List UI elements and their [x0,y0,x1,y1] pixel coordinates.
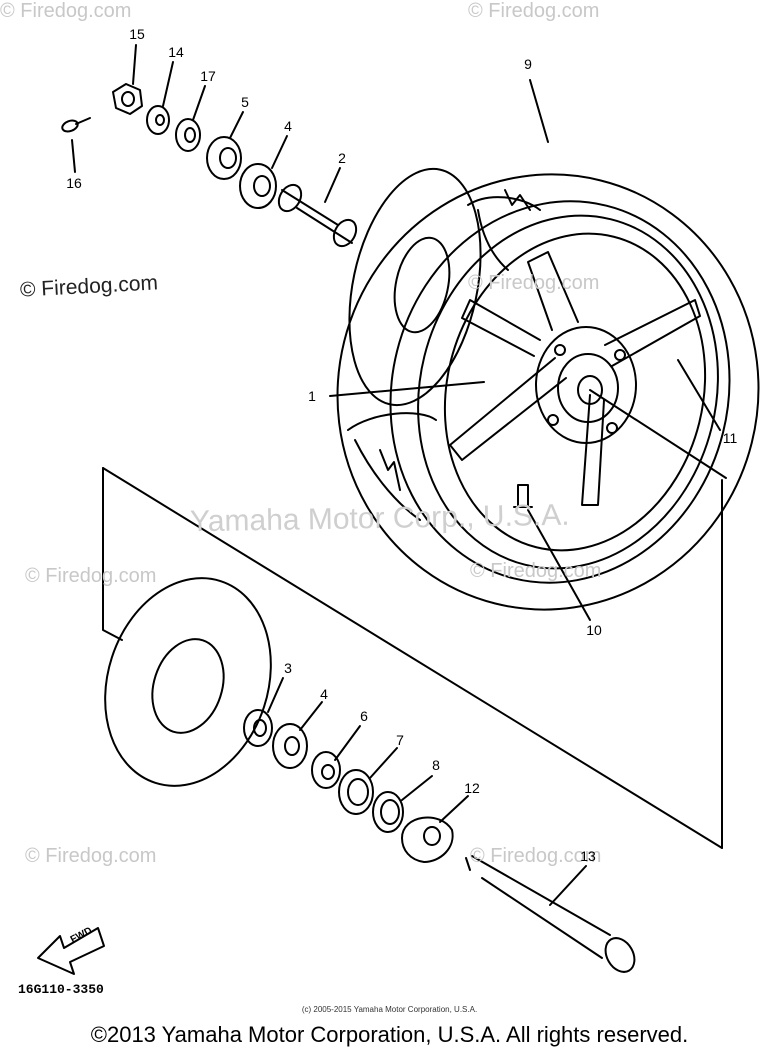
callout-10: 10 [586,622,602,638]
watermark: © Firedog.com [468,272,600,294]
part-code: 16G110-3350 [18,982,104,997]
oil-seal-part-7 [338,769,374,815]
callout-5: 5 [241,94,249,110]
leader-line [589,389,727,479]
rim [417,214,719,570]
leader-line [549,865,587,906]
watermark: © Firedog.com [470,845,602,867]
leader-line [677,359,721,431]
callout-6: 6 [360,708,368,724]
spokes [449,251,701,506]
leader-line [527,509,591,621]
guide-line [102,467,123,641]
leader-line [132,44,137,85]
leader-line [162,61,174,107]
leader-line [439,795,469,823]
leader-line [369,747,398,779]
leader-line [529,79,549,143]
watermark: © Firedog.com [468,0,600,22]
spacer-part-8 [372,791,404,833]
callout-14: 14 [168,44,184,60]
nut-part-15 [112,83,143,115]
axle-part-13 [465,855,636,973]
cotter-pin-part-16 [61,117,91,133]
callout-7: 7 [396,732,404,748]
callout-15: 15 [129,26,145,42]
leader-line [334,725,361,761]
bearing-part-3 [243,709,273,747]
bearing-part-4-lower [272,723,308,769]
tire-valve [513,484,533,508]
leader-line [299,701,323,731]
leader-line [229,111,244,139]
callout-17: 17 [200,68,216,84]
callout-3: 3 [284,660,292,676]
callout-9: 9 [524,56,532,72]
hub [535,326,637,444]
collar-part-17 [175,118,201,152]
leader-line [71,139,76,173]
oil-seal-part-5 [206,136,242,180]
callout-12: 12 [464,780,480,796]
brake-disc-lower [104,577,272,787]
tire [336,173,760,611]
copyright-small: (c) 2005-2015 Yamaha Motor Corporation, … [301,1005,478,1014]
guide-line [102,467,723,849]
leader-line [329,381,485,397]
watermark: © Firedog.com [0,0,132,22]
collar-part-2 [277,183,358,248]
watermark: © Firedog.com [25,565,157,587]
callout-4-upper: 4 [284,118,292,134]
callout-8: 8 [432,757,440,773]
leader-line [324,167,341,203]
bearing-part-4-upper [239,163,277,209]
watermark: © Firedog.com [470,560,602,582]
washer-part-14 [146,105,170,135]
speedometer-gear-part-12 [401,816,454,863]
callout-1: 1 [308,388,316,404]
fwd-arrow-icon [37,927,105,975]
gear-unit-part-6 [311,751,341,789]
leader-line [271,135,288,169]
callout-16: 16 [66,175,82,191]
leader-line [192,85,206,121]
leader-line [267,677,284,713]
copyright-main: ©2013 Yamaha Motor Corporation, U.S.A. A… [90,1022,689,1047]
leader-line [401,775,433,801]
callout-13: 13 [580,848,596,864]
callout-2: 2 [338,150,346,166]
callout-11: 11 [722,430,738,446]
watermark: © Firedog.com [25,845,157,867]
watermark-center: Yamaha Motor Corp., U.S.A. [189,498,570,539]
callout-4-lower: 4 [320,686,328,702]
